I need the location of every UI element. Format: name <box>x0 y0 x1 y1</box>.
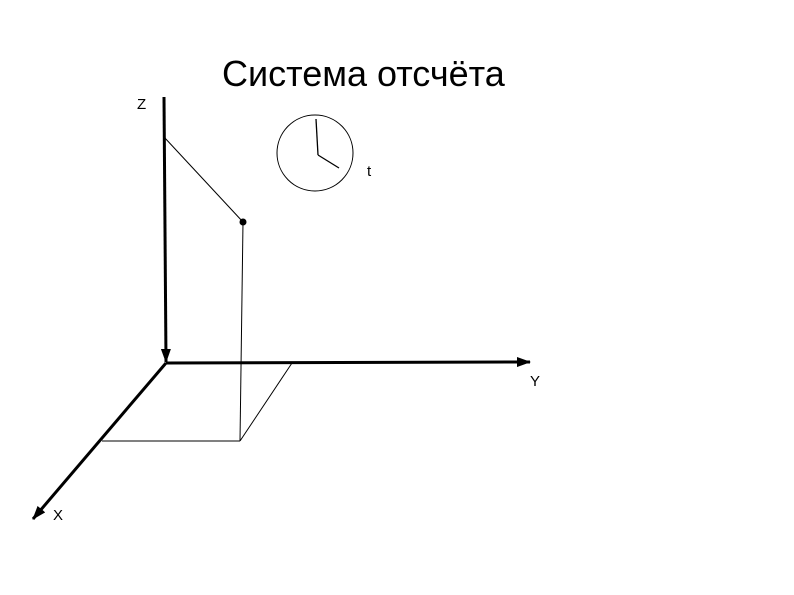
x-axis-label: X <box>53 507 64 524</box>
projection-line-x <box>239 362 293 442</box>
y-axis-label: Y <box>530 373 541 390</box>
slide-title: Система отсчёта <box>222 53 505 94</box>
material-point <box>239 218 247 226</box>
x-axis <box>31 362 168 520</box>
z-axis-label: Z <box>137 96 147 113</box>
point-height-line <box>163 136 244 223</box>
y-axis <box>165 357 531 368</box>
clock-icon <box>276 114 354 192</box>
time-label: t <box>367 163 372 180</box>
z-axis <box>160 96 171 363</box>
point-vertical-line <box>239 221 244 442</box>
